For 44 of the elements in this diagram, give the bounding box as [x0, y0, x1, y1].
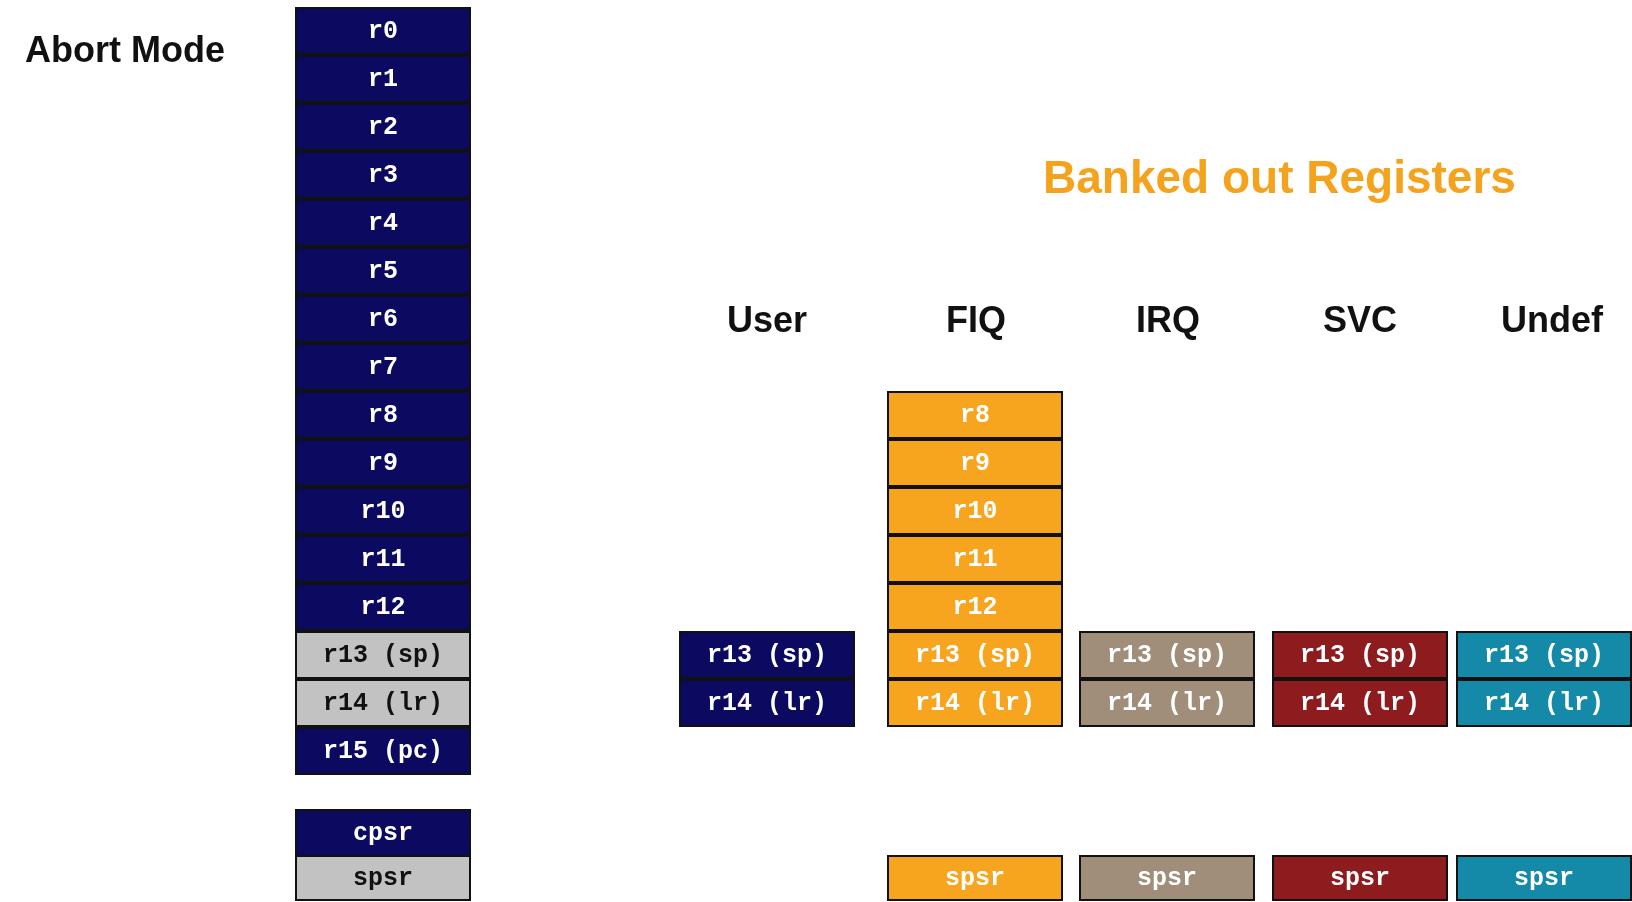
register-cell: r11 [295, 535, 471, 583]
column-header: FIQ [946, 299, 1006, 341]
register-cell: r12 [295, 583, 471, 631]
register-cell: spsr [295, 855, 471, 901]
register-cell: cpsr [295, 809, 471, 857]
register-cell: r11 [887, 535, 1063, 583]
register-cell: r8 [887, 391, 1063, 439]
register-cell: r14 (lr) [1456, 679, 1632, 727]
register-cell: r9 [887, 439, 1063, 487]
register-cell: r10 [887, 487, 1063, 535]
register-cell: spsr [887, 855, 1063, 901]
register-cell: r4 [295, 199, 471, 247]
mode-label: Abort Mode [25, 29, 225, 71]
register-cell: r2 [295, 103, 471, 151]
register-cell: r5 [295, 247, 471, 295]
register-cell: r10 [295, 487, 471, 535]
register-cell: r14 (lr) [887, 679, 1063, 727]
register-cell: r14 (lr) [1272, 679, 1448, 727]
register-cell: spsr [1456, 855, 1632, 901]
register-cell: r15 (pc) [295, 727, 471, 775]
register-cell: r6 [295, 295, 471, 343]
register-cell: spsr [1272, 855, 1448, 901]
register-cell: r13 (sp) [295, 631, 471, 679]
register-cell: r14 (lr) [295, 679, 471, 727]
register-cell: r1 [295, 55, 471, 103]
register-cell: r13 (sp) [1079, 631, 1255, 679]
register-cell: r13 (sp) [1456, 631, 1632, 679]
register-cell: spsr [1079, 855, 1255, 901]
register-cell: r14 (lr) [679, 679, 855, 727]
register-cell: r7 [295, 343, 471, 391]
register-cell: r14 (lr) [1079, 679, 1255, 727]
register-cell: r13 (sp) [679, 631, 855, 679]
register-cell: r8 [295, 391, 471, 439]
column-header: SVC [1323, 299, 1397, 341]
register-cell: r3 [295, 151, 471, 199]
register-cell: r13 (sp) [1272, 631, 1448, 679]
diagram-title: Banked out Registers [1043, 150, 1516, 204]
register-cell: r12 [887, 583, 1063, 631]
register-cell: r13 (sp) [887, 631, 1063, 679]
column-header: Undef [1501, 299, 1603, 341]
column-header: User [726, 299, 808, 341]
register-cell: r9 [295, 439, 471, 487]
column-header: IRQ [1136, 299, 1200, 341]
register-cell: r0 [295, 7, 471, 55]
